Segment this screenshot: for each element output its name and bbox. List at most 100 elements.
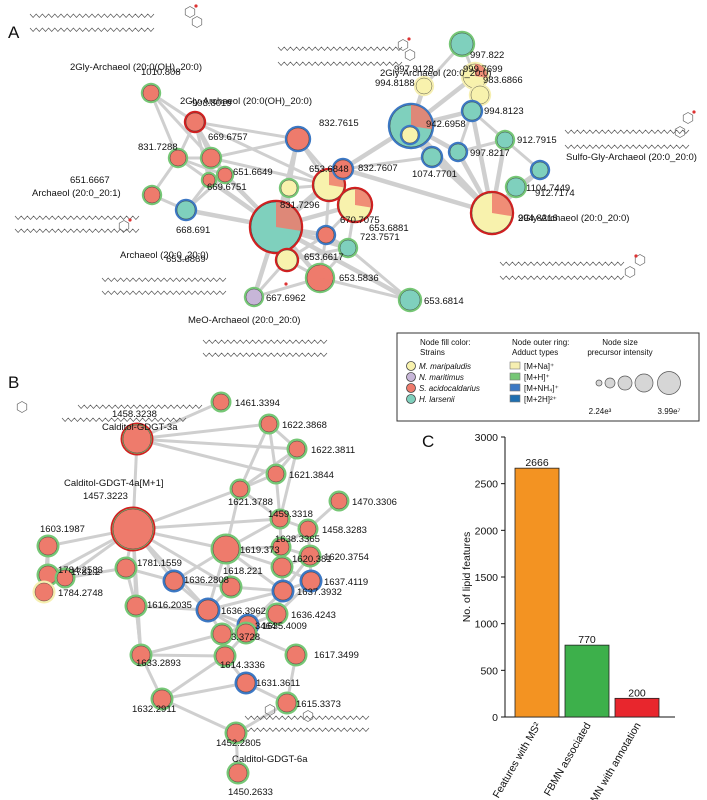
node-mz-label: 1010.808: [141, 67, 181, 78]
network-node[interactable]: [286, 438, 308, 460]
node-fill: [422, 147, 442, 167]
network-node[interactable]: [399, 124, 421, 146]
network-node[interactable]: [270, 555, 294, 579]
network-node[interactable]: [219, 575, 243, 599]
network-node[interactable]: [337, 237, 359, 259]
node-fill: [201, 148, 221, 168]
chart-bar[interactable]: [614, 697, 660, 718]
network-node[interactable]: [234, 621, 258, 645]
compound-name-label: 2Gly-Archaeol (20:0_20:0): [380, 68, 491, 79]
network-node[interactable]: [199, 146, 223, 170]
network-node[interactable]: [448, 30, 476, 58]
network-node[interactable]: [494, 129, 516, 151]
network-node[interactable]: [174, 198, 198, 222]
network-node[interactable]: [331, 157, 355, 181]
node-fill: [56, 569, 74, 587]
network-node[interactable]: [304, 262, 336, 294]
network-node[interactable]: [114, 556, 138, 580]
legend-strain-swatch-maritimus: [406, 372, 416, 382]
network-node[interactable]: [284, 643, 308, 667]
network-node[interactable]: [299, 569, 323, 593]
node-mz-label: 670.7075: [340, 215, 380, 226]
chart-bar[interactable]: [564, 644, 610, 718]
network-node[interactable]: [297, 518, 319, 540]
network-node[interactable]: [140, 82, 162, 104]
legend-strain-label: S. acidocaldarius: [419, 384, 480, 393]
structure-chain: [564, 144, 690, 150]
network-edge: [347, 246, 411, 302]
network-node[interactable]: [124, 594, 148, 618]
network-node[interactable]: [150, 687, 174, 711]
network-node[interactable]: [328, 490, 350, 512]
node-fill: [142, 84, 160, 102]
network-node[interactable]: [420, 145, 444, 169]
chart-x-tick-label: FBMN associated: [542, 720, 594, 798]
network-node[interactable]: [269, 508, 291, 530]
network-node[interactable]: [336, 186, 374, 224]
network-node[interactable]: [447, 141, 469, 163]
structure-chain: [277, 46, 403, 52]
compound-name-label: Calditol-GDGT-4a[M+1]: [64, 478, 164, 489]
network-node[interactable]: [265, 463, 287, 485]
network-node[interactable]: [284, 125, 312, 153]
node-mz-label: 832.7607: [358, 163, 398, 174]
network-node[interactable]: [224, 721, 248, 745]
network-node[interactable]: [278, 177, 300, 199]
node-mz-label: 3.3728: [231, 632, 260, 643]
node-mz-label: 651.6667: [70, 175, 110, 186]
node-mz-label: 1620.3754: [324, 552, 369, 563]
node-mz-label: 1636.3962: [221, 606, 266, 617]
network-node[interactable]: [210, 391, 232, 413]
network-node[interactable]: [243, 286, 265, 308]
chart-bar[interactable]: [514, 467, 560, 718]
network-node[interactable]: [210, 533, 242, 565]
node-fill: [496, 131, 514, 149]
network-node[interactable]: [213, 644, 237, 668]
network-node[interactable]: [397, 287, 423, 313]
legend-size-min: 2.24e³: [589, 407, 612, 416]
network-node[interactable]: [469, 190, 515, 236]
network-node[interactable]: [215, 165, 235, 185]
network-node[interactable]: [460, 99, 484, 123]
network-node[interactable]: [54, 567, 76, 589]
network-node[interactable]: [200, 171, 218, 189]
network-node[interactable]: [36, 534, 60, 558]
network-node[interactable]: [32, 580, 56, 604]
network-node[interactable]: [460, 61, 490, 91]
network-node[interactable]: [271, 579, 295, 603]
network-node[interactable]: [167, 147, 189, 169]
network-node[interactable]: [315, 224, 337, 246]
node-fill: [449, 143, 467, 161]
structure-ring: [404, 49, 416, 61]
network-node[interactable]: [298, 544, 322, 568]
structure-chain: [14, 215, 140, 221]
network-node[interactable]: [195, 597, 221, 623]
node-pie-slice: [492, 193, 512, 217]
network-node[interactable]: [120, 422, 154, 456]
network-node[interactable]: [210, 622, 234, 646]
network-node[interactable]: [258, 413, 280, 435]
network-node[interactable]: [141, 184, 163, 206]
network-node[interactable]: [504, 175, 528, 199]
compound-name-label: Sulfo-Gly-Archaeol (20:0_20:0): [566, 152, 697, 163]
compound-name-label: MeO-Archaeol (20:0_20:0): [188, 315, 300, 326]
network-node[interactable]: [234, 671, 258, 695]
network-node[interactable]: [529, 159, 551, 181]
network-node[interactable]: [248, 199, 304, 255]
network-node[interactable]: [162, 569, 186, 593]
node-fill: [169, 149, 187, 167]
node-fill: [215, 646, 235, 666]
network-node[interactable]: [468, 83, 492, 107]
network-node[interactable]: [110, 506, 156, 552]
network-node[interactable]: [270, 536, 292, 558]
network-node[interactable]: [229, 478, 251, 500]
node-fill: [164, 571, 184, 591]
network-node[interactable]: [183, 110, 207, 134]
node-fill: [221, 577, 241, 597]
network-node[interactable]: [274, 247, 300, 273]
network-node[interactable]: [265, 602, 289, 626]
network-node[interactable]: [226, 761, 250, 785]
network-node[interactable]: [413, 75, 435, 97]
network-node[interactable]: [129, 643, 153, 667]
network-node[interactable]: [275, 691, 299, 715]
